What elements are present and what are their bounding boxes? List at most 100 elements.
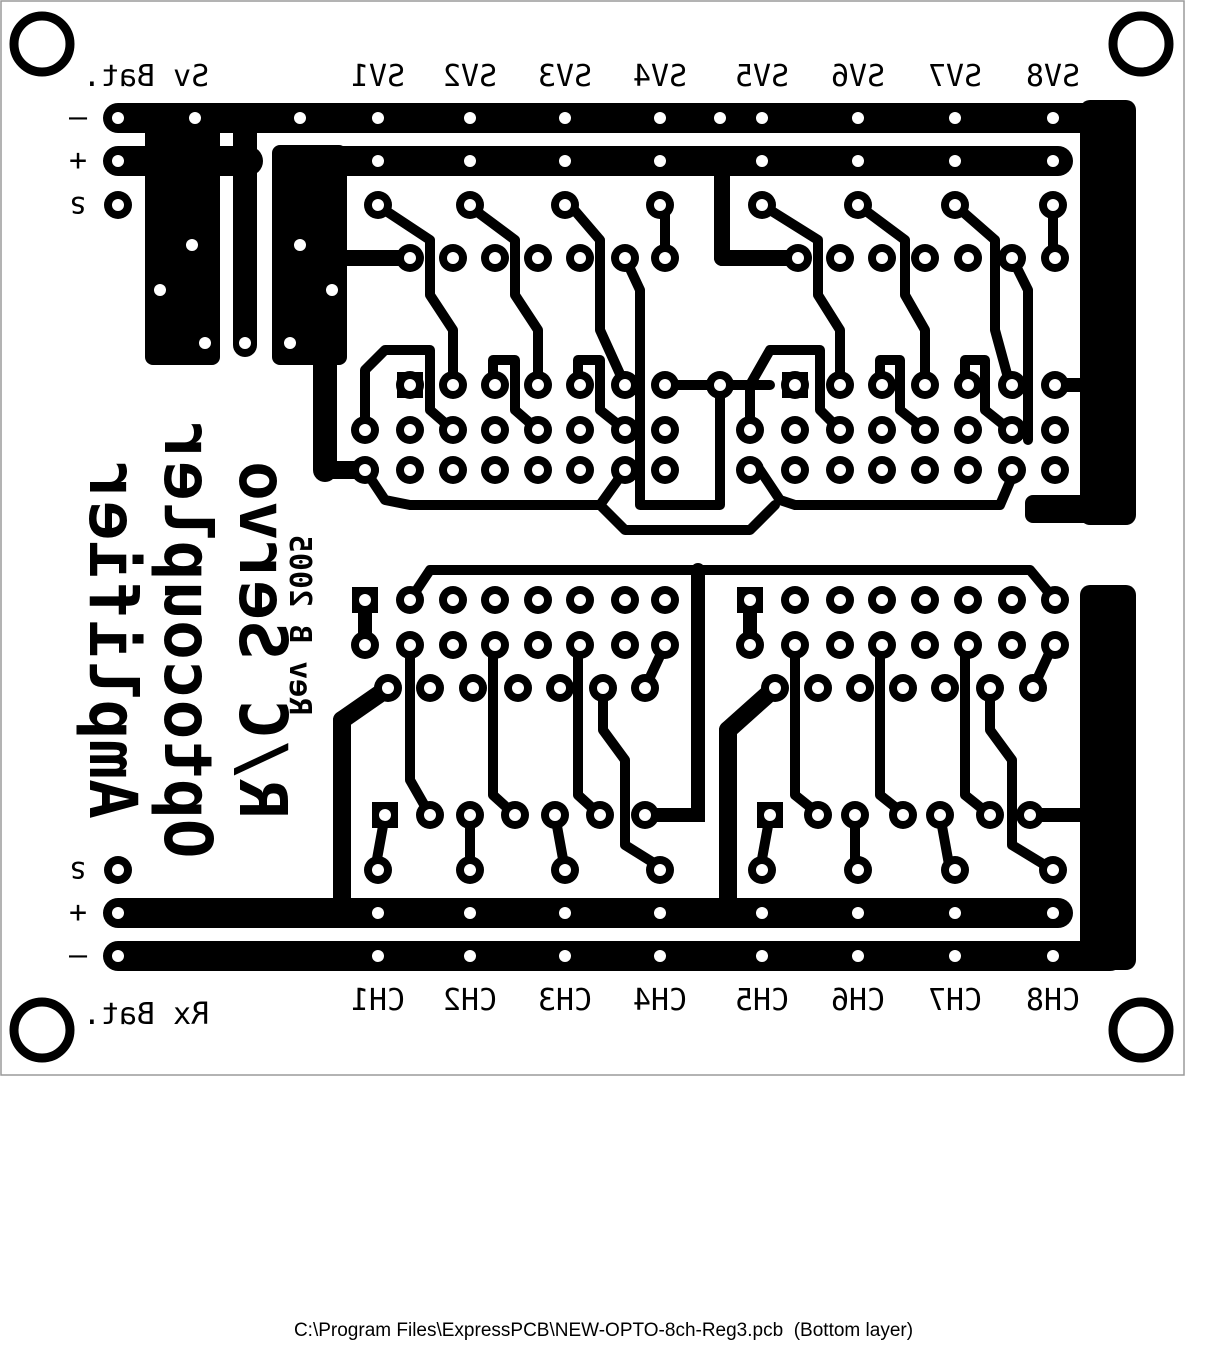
ic-bot-1-pin-b4-drill [489, 639, 501, 651]
bottom-resistor-pad-11-drill [897, 682, 909, 694]
ch5-signal-pad-drill [756, 864, 768, 876]
gnd-stub-top [1025, 495, 1095, 523]
ic-top-2-pin-c4-drill [876, 464, 888, 476]
ic-bot-1-pin-b1-drill [359, 639, 371, 651]
rx-bat-label: Rx Bat. [83, 997, 209, 1032]
ic-top-2-pin-b5-drill [919, 424, 931, 436]
power-pour-hole-4 [239, 337, 251, 349]
rx-plus-label: + [69, 895, 87, 930]
sv-bat-pin-2-drill [112, 155, 124, 167]
power-pour-hole-7 [284, 337, 296, 349]
sv4-label: SV4 [633, 59, 687, 94]
sv-bat-pin-3-drill [112, 199, 124, 211]
ch3-signal-pad-drill [559, 864, 571, 876]
sv2-label: SV2 [443, 59, 497, 94]
footer-layer: (Bottom layer) [793, 1320, 914, 1341]
ic-top-2-pin1-square-drill [789, 379, 801, 391]
bottom-resistor-pad-7-drill [639, 682, 651, 694]
bottom-resistor-pad-14-drill [1027, 682, 1039, 694]
title-line-2: Optocoupler [149, 421, 226, 858]
ic-bot-1-pin-a5-drill [532, 594, 544, 606]
ic-bot-1-pin-b7-drill [619, 639, 631, 651]
ch4-label: CH4 [633, 983, 687, 1018]
ic-top-1-pin-a7-drill [619, 379, 631, 391]
ch3-plus-via [559, 907, 571, 919]
footer-file-path: C:\Program Files\ExpressPCB\NEW-OPTO-8ch… [293, 1320, 784, 1341]
ic-bot-2-pin-a5-drill [919, 594, 931, 606]
ic-top-1-pin-c3-drill [447, 464, 459, 476]
sv-plus-label: + [69, 143, 87, 178]
ch1-gnd-via [372, 950, 384, 962]
sv7-label: SV7 [928, 59, 982, 94]
ic-top-1-pin-c4-drill [489, 464, 501, 476]
sv3-gnd-via [559, 112, 571, 124]
ch4-plus-via [654, 907, 666, 919]
top-resistor-pad-6-drill [619, 252, 631, 264]
ch6-label: CH6 [831, 983, 885, 1018]
gnd-extra-via-2 [294, 112, 306, 124]
transistor-pad-1-drill [379, 809, 391, 821]
ic-top-2-pin-c2-drill [789, 464, 801, 476]
bottom-resistor-pad-8-drill [769, 682, 781, 694]
link-pad-mid-drill [714, 379, 726, 391]
ic-top-1-pin-b6-drill [574, 424, 586, 436]
transistor-pad-8-drill [764, 809, 776, 821]
transistor-pad-13-drill [984, 809, 996, 821]
ch2-gnd-via [464, 950, 476, 962]
power-pour-hole-5 [294, 239, 306, 251]
mounting-hole-top-right [1108, 11, 1174, 77]
ch2-plus-via [464, 907, 476, 919]
transistor-pad-10-drill [849, 809, 861, 821]
ch2-label: CH2 [443, 983, 497, 1018]
ic-top-2-pin-a3-drill [834, 379, 846, 391]
bottom-resistor-pad-9-drill [812, 682, 824, 694]
ic-bot-1-pin-a6-drill [574, 594, 586, 606]
ic-top-1-pin-a6-drill [574, 379, 586, 391]
ic-bot-1-pin-b5-drill [532, 639, 544, 651]
title-line-1: R/C Servo [224, 461, 301, 819]
bottom-resistor-pad-1-drill [382, 682, 394, 694]
bottom-resistor-pad-4-drill [512, 682, 524, 694]
ch7-plus-via [949, 907, 961, 919]
ic-bot-2-pin-a7-drill [1006, 594, 1018, 606]
sv5-signal-pad-drill [756, 199, 768, 211]
ch8-gnd-via [1047, 950, 1059, 962]
power-pour-hole-3 [199, 337, 211, 349]
ic-top-1-pin-c7-drill [619, 464, 631, 476]
ic-top-1-pin-b1-drill [359, 424, 371, 436]
sv1-label: SV1 [351, 59, 405, 94]
sv-signal-label: s [69, 189, 87, 224]
transistor-pad-11-drill [897, 809, 909, 821]
ch5-label: CH5 [735, 983, 789, 1018]
ic-bot-2-pin-a8-drill [1049, 594, 1061, 606]
gnd-bus-right-top [1080, 100, 1136, 525]
ch6-signal-pad-drill [852, 864, 864, 876]
ic-bot-1-pin-b8-drill [659, 639, 671, 651]
rx-bat-pin-1-drill [112, 864, 124, 876]
ic-top-2-pin-b2-drill [789, 424, 801, 436]
sv4-gnd-via [654, 112, 666, 124]
power-pour-hole-6 [326, 284, 338, 296]
power-rails [103, 103, 1125, 971]
ic-top-2-pin-c8-drill [1049, 464, 1061, 476]
ic-bot-1-pin-a4-drill [489, 594, 501, 606]
sv8-signal-pad-drill [1047, 199, 1059, 211]
ic-top-2-pin-b8-drill [1049, 424, 1061, 436]
ch5-plus-via [756, 907, 768, 919]
rx-bat-pin-2-drill [112, 907, 124, 919]
mounting-holes [9, 11, 1174, 1063]
sv6-plus-via [852, 155, 864, 167]
bottom-resistor-pad-5-drill [554, 682, 566, 694]
ic-bot-2-pin1-square-drill [744, 594, 756, 606]
ic-top-2-pin-c5-drill [919, 464, 931, 476]
bottom-resistor-pad-6-drill [597, 682, 609, 694]
sv2-plus-via [464, 155, 476, 167]
mounting-hole-top-left [9, 11, 75, 77]
ic-top-2-pin-b7-drill [1006, 424, 1018, 436]
transistor-pad-12-drill [934, 809, 946, 821]
ic-top-1-pin-c6-drill [574, 464, 586, 476]
sv6-label: SV6 [831, 59, 885, 94]
sv4-plus-via [654, 155, 666, 167]
